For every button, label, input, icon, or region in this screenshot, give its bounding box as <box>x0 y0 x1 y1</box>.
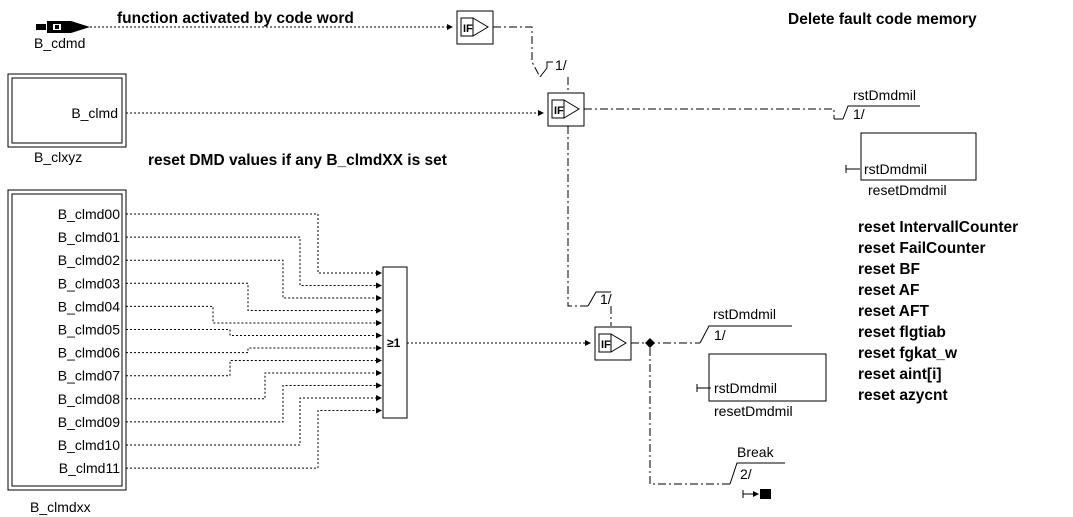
clmdxx-port-wire <box>126 395 382 446</box>
rst-bot-port-connector <box>696 384 711 392</box>
cdmd-input-connector[interactable] <box>36 21 90 33</box>
reset-item: reset aint[i] <box>858 366 942 383</box>
reset-item: reset AFT <box>858 303 929 320</box>
if-block-2[interactable]: IF <box>547 92 585 127</box>
break-wire <box>649 348 730 485</box>
clmdxx-port-wire <box>126 329 382 339</box>
clmdxx-block-label: B_clmdxx <box>30 499 91 515</box>
rst-bot-seq: 1/ <box>714 327 726 343</box>
rst-top-port: rstDmdmil <box>864 161 927 177</box>
rst-top-seq: 1/ <box>853 106 865 122</box>
if-label-2: IF <box>554 105 564 117</box>
break-terminator[interactable] <box>742 489 771 499</box>
break-seq-marker <box>729 462 785 485</box>
clmdxx-port-wire <box>126 345 382 354</box>
reset-item: reset IntervallCounter <box>858 219 1018 236</box>
clmd-port: B_clmd <box>71 105 118 121</box>
clmdxx-port-wire <box>126 370 382 400</box>
clmdxx-port-label: B_clmd02 <box>58 252 120 268</box>
clmdxx-port-label: B_clmd07 <box>58 368 120 384</box>
clmdxx-port-wire <box>126 382 382 423</box>
clmdxx-port-label: B_clmd09 <box>58 414 120 430</box>
clmdxx-port-wire <box>126 407 382 469</box>
reset-item: reset AF <box>858 282 919 299</box>
reset-item: reset FailCounter <box>858 240 985 257</box>
if-block-1[interactable]: IF <box>456 10 494 45</box>
rst-bot-label: rstDmdmil <box>713 306 776 322</box>
clmdxx-port-labels: B_clmd00B_clmd01B_clmd02B_clmd03B_clmd04… <box>58 206 120 476</box>
clxyz-block[interactable] <box>7 73 127 148</box>
clmdxx-port-label: B_clmd00 <box>58 206 120 222</box>
cdmd-label: B_cdmd <box>34 35 85 51</box>
if-label-3: IF <box>601 339 611 351</box>
reset-item: reset azycnt <box>858 387 948 404</box>
clmdxx-port-wire <box>126 282 382 314</box>
if1-out-wire <box>493 26 541 78</box>
rst-bot-block[interactable] <box>708 353 827 402</box>
clmdxx-port-label: B_clmd06 <box>58 345 120 361</box>
if-label-1: IF <box>463 23 473 35</box>
rst-bot-block-label: resetDmdmil <box>714 403 793 419</box>
rst-bot-seq-marker <box>699 325 792 344</box>
clmdxx-port-wire <box>126 259 382 301</box>
if2-out-wire <box>584 108 835 119</box>
seq-label-2: 1/ <box>600 291 612 307</box>
if2-down-wire <box>567 126 590 307</box>
diagram-title: Delete fault code memory <box>788 11 977 28</box>
clmdxx-port-label: B_clmd11 <box>59 460 120 476</box>
clmdxx-port-wires <box>126 213 382 469</box>
rst-top-seq-marker <box>842 105 920 120</box>
reset-item: reset fgkat_w <box>858 345 958 362</box>
break-seq: 2/ <box>740 466 752 482</box>
reset-item: reset flgtiab <box>858 324 946 341</box>
seq-marker-2 <box>587 291 611 307</box>
rst-top-label: rstDmdmil <box>853 87 916 103</box>
clmdxx-port-wire <box>126 357 382 377</box>
clxyz-block-label: B_clxyz <box>34 149 82 165</box>
reset-dmd-note: reset DMD values if any B_clmdXX is set <box>148 152 447 169</box>
if-block-3[interactable]: IF <box>594 326 632 361</box>
junction-diamond <box>645 338 655 348</box>
or-block[interactable] <box>382 266 408 419</box>
code-word-note: function activated by code word <box>117 10 354 27</box>
clmdxx-port-wire <box>126 236 382 289</box>
clmdxx-port-label: B_clmd03 <box>58 275 120 291</box>
clmdxx-port-label: B_clmd08 <box>58 391 120 407</box>
rst-bot-port: rstDmdmil <box>714 380 777 396</box>
or-label: ≥1 <box>387 336 401 350</box>
clmdxx-port-label: B_clmd04 <box>58 298 120 314</box>
clmdxx-port-label: B_clmd05 <box>58 322 120 338</box>
rst-top-block[interactable] <box>860 132 977 181</box>
rst-top-port-connector <box>845 165 860 173</box>
clmdxx-block[interactable] <box>7 189 127 491</box>
clmdxx-port-wire <box>126 213 382 276</box>
break-label: Break <box>737 444 775 460</box>
seq-label-1: 1/ <box>555 57 567 73</box>
reset-item: reset BF <box>858 261 920 278</box>
clmdxx-port-label: B_clmd01 <box>58 229 120 245</box>
clmdxx-port-wire <box>126 305 382 326</box>
seq-marker-1 <box>539 61 553 78</box>
rst-top-block-label: resetDmdmil <box>868 182 947 198</box>
clmdxx-port-label: B_clmd10 <box>58 437 120 453</box>
